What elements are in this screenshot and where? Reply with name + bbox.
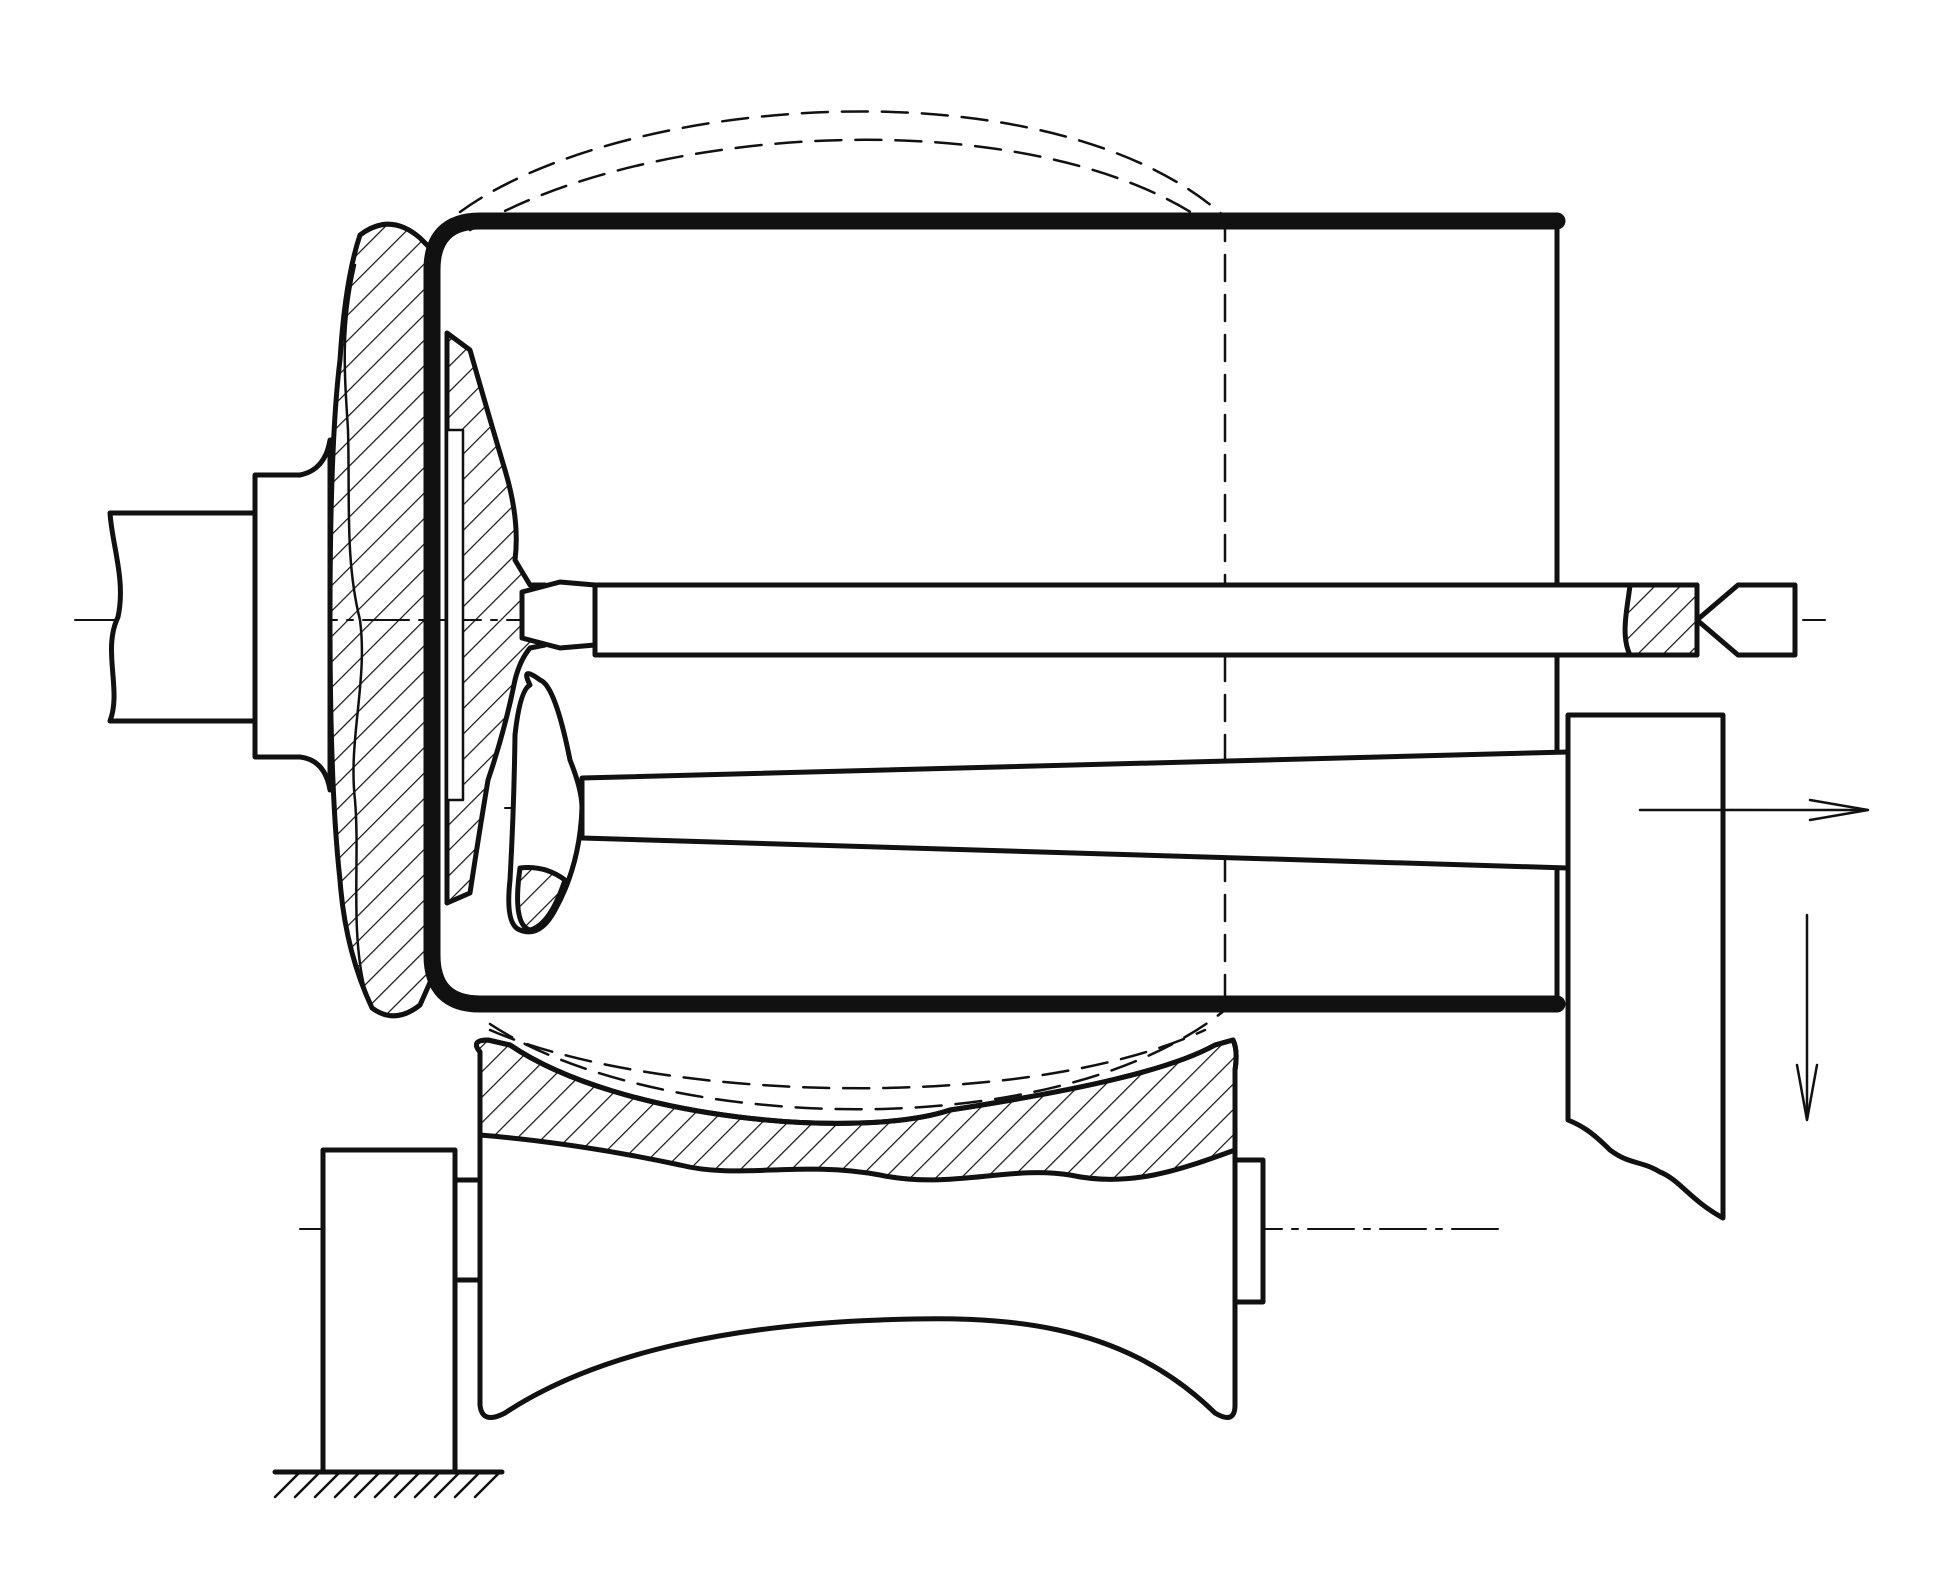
feed-arrow-horizontal-head — [1808, 798, 1870, 822]
roller-axle-stub-left — [452, 1177, 483, 1283]
spinning-tool-shank — [579, 749, 1571, 871]
upper-bulge-outline — [458, 110, 1227, 219]
tool-holder — [1565, 712, 1726, 1221]
ground-hatching — [273, 1470, 502, 1499]
roller-axle-stub-right — [1232, 1157, 1266, 1305]
faceplate-hub — [252, 437, 333, 793]
inner-mandrel-slot — [445, 428, 465, 802]
lower-bulge-outline — [488, 1008, 1227, 1111]
lower-bulge-inner-outline — [488, 1028, 1207, 1090]
feed-arrow-vertical-head — [1795, 1063, 1819, 1122]
feed-arrow-vertical — [1795, 913, 1819, 1122]
bulged-shape-outline — [458, 110, 1227, 1111]
rod-tip-connector — [519, 579, 598, 651]
guide-rod — [592, 582, 1700, 658]
roller-support-block — [320, 1147, 458, 1475]
tailstock-center — [1694, 582, 1798, 658]
faceplate-break-line — [343, 263, 367, 992]
forming-roller-hatch — [473, 1037, 1239, 1183]
feed-arrow-horizontal — [1638, 798, 1870, 822]
spinning-tool-tip-hatch — [515, 865, 568, 933]
upper-bulge-inner-outline — [468, 138, 1202, 232]
guide-rod-end-hatch — [1622, 582, 1700, 658]
inner-mandrel-section — [444, 330, 548, 906]
drive-shaft — [107, 510, 258, 724]
